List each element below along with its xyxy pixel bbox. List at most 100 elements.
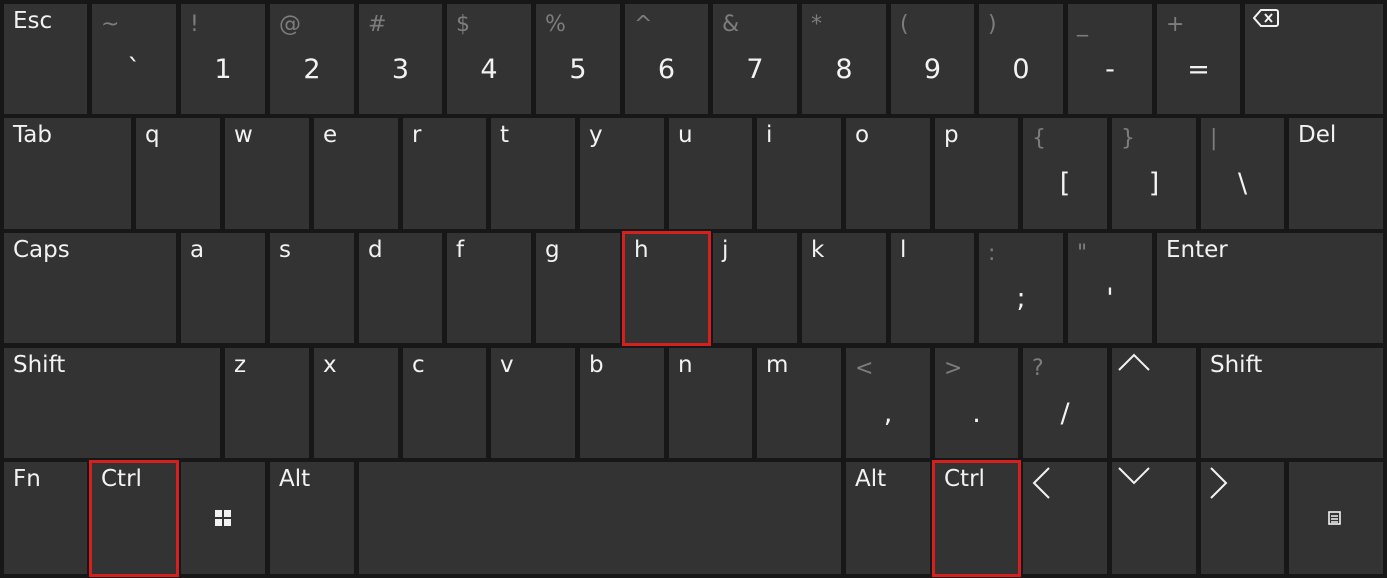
- key-label: g: [545, 237, 560, 263]
- key-label: w: [234, 122, 253, 148]
- key-slash[interactable]: ?/: [1023, 348, 1107, 458]
- key-esc[interactable]: Esc: [4, 4, 87, 114]
- key-tab[interactable]: Tab: [4, 118, 131, 229]
- key-label: k: [811, 237, 825, 263]
- key-ctrl-right[interactable]: Ctrl: [935, 462, 1018, 574]
- key-symbol: ]: [1148, 168, 1160, 199]
- key-symbol: 6: [657, 54, 676, 85]
- key-s[interactable]: s: [270, 233, 354, 343]
- key-label: r: [412, 122, 422, 148]
- key-k[interactable]: k: [802, 233, 886, 343]
- key-g[interactable]: g: [536, 233, 620, 343]
- key-label: Ctrl: [944, 466, 985, 492]
- key-label: Shift: [1210, 352, 1263, 378]
- key-shift-symbol: ^: [634, 12, 653, 37]
- key-b[interactable]: b: [580, 348, 664, 458]
- key-i[interactable]: i: [757, 118, 841, 229]
- key-8[interactable]: *8: [802, 4, 886, 114]
- key-alt-right[interactable]: Alt: [846, 462, 930, 574]
- key-6[interactable]: ^6: [625, 4, 708, 114]
- key-label: p: [944, 122, 959, 148]
- key-symbol: 4: [480, 54, 498, 85]
- key-fn[interactable]: Fn: [4, 462, 87, 574]
- key-shift-right[interactable]: Shift: [1201, 348, 1383, 458]
- key-equals[interactable]: +=: [1157, 4, 1240, 114]
- key-u[interactable]: u: [669, 118, 752, 229]
- key-n[interactable]: n: [669, 348, 752, 458]
- key-label: u: [678, 122, 693, 148]
- key-arrow-up[interactable]: [1112, 348, 1196, 458]
- key-comma[interactable]: <,: [846, 348, 930, 458]
- key-symbol: 8: [835, 54, 853, 85]
- key-7[interactable]: &7: [713, 4, 797, 114]
- chevron-up-icon: [1117, 352, 1151, 376]
- key-caps[interactable]: Caps: [4, 233, 176, 343]
- key-label: s: [279, 237, 291, 263]
- key-arrow-down[interactable]: [1112, 462, 1196, 574]
- key-semicolon[interactable]: :;: [979, 233, 1063, 343]
- key-label: m: [766, 352, 789, 378]
- key-symbol: =: [1187, 54, 1210, 85]
- key-symbol: 1: [214, 54, 232, 85]
- key-m[interactable]: m: [757, 348, 841, 458]
- key-shift-symbol: {: [1032, 126, 1046, 151]
- key-y[interactable]: y: [580, 118, 664, 229]
- key-arrow-left[interactable]: [1023, 462, 1107, 574]
- key-quote[interactable]: "': [1068, 233, 1152, 343]
- key-del[interactable]: Del: [1289, 118, 1383, 229]
- key-menu[interactable]: [1289, 462, 1383, 574]
- key-backslash[interactable]: |\: [1201, 118, 1284, 229]
- key-f[interactable]: f: [447, 233, 531, 343]
- key-l[interactable]: l: [891, 233, 974, 343]
- key-z[interactable]: z: [225, 348, 309, 458]
- key-q[interactable]: q: [136, 118, 220, 229]
- key-t[interactable]: t: [491, 118, 575, 229]
- key-v[interactable]: v: [491, 348, 575, 458]
- key-symbol: 5: [569, 54, 587, 85]
- backspace-icon: [1252, 8, 1279, 32]
- key-space[interactable]: [359, 462, 841, 574]
- key-label: x: [323, 352, 337, 378]
- key-label: o: [855, 122, 870, 148]
- key-5[interactable]: %5: [536, 4, 620, 114]
- key-shift-symbol: *: [811, 12, 822, 37]
- key-o[interactable]: o: [846, 118, 930, 229]
- key-ctrl-left[interactable]: Ctrl: [92, 462, 176, 574]
- key-label: j: [722, 237, 729, 263]
- key-c[interactable]: c: [403, 348, 486, 458]
- key-period[interactable]: >.: [935, 348, 1018, 458]
- key-1[interactable]: !1: [181, 4, 265, 114]
- chevron-left-icon: [1031, 466, 1051, 504]
- key-right-bracket[interactable]: }]: [1112, 118, 1196, 229]
- key-p[interactable]: p: [935, 118, 1018, 229]
- chevron-down-icon: [1117, 466, 1151, 490]
- key-r[interactable]: r: [403, 118, 486, 229]
- key-left-bracket[interactable]: {[: [1023, 118, 1107, 229]
- key-backspace[interactable]: [1245, 4, 1383, 114]
- key-4[interactable]: $4: [447, 4, 531, 114]
- key-windows[interactable]: [181, 462, 265, 574]
- key-shift-symbol: ~: [101, 12, 120, 37]
- key-backtick[interactable]: ~`: [92, 4, 176, 114]
- key-h[interactable]: h: [625, 233, 708, 343]
- key-9[interactable]: (9: [891, 4, 974, 114]
- key-shift-left[interactable]: Shift: [4, 348, 220, 458]
- windows-icon: [215, 510, 231, 530]
- key-e[interactable]: e: [314, 118, 398, 229]
- key-x[interactable]: x: [314, 348, 398, 458]
- key-label: Caps: [13, 237, 70, 263]
- key-enter[interactable]: Enter: [1157, 233, 1383, 343]
- key-arrow-right[interactable]: [1201, 462, 1284, 574]
- key-minus[interactable]: _-: [1068, 4, 1152, 114]
- key-2[interactable]: @2: [270, 4, 354, 114]
- key-label: Alt: [279, 466, 311, 492]
- key-alt-left[interactable]: Alt: [270, 462, 354, 574]
- key-3[interactable]: #3: [359, 4, 442, 114]
- key-0[interactable]: )0: [979, 4, 1063, 114]
- key-d[interactable]: d: [359, 233, 442, 343]
- key-a[interactable]: a: [181, 233, 265, 343]
- key-w[interactable]: w: [225, 118, 309, 229]
- key-symbol: 2: [303, 54, 321, 85]
- key-j[interactable]: j: [713, 233, 797, 343]
- key-shift-symbol: ": [1077, 241, 1088, 266]
